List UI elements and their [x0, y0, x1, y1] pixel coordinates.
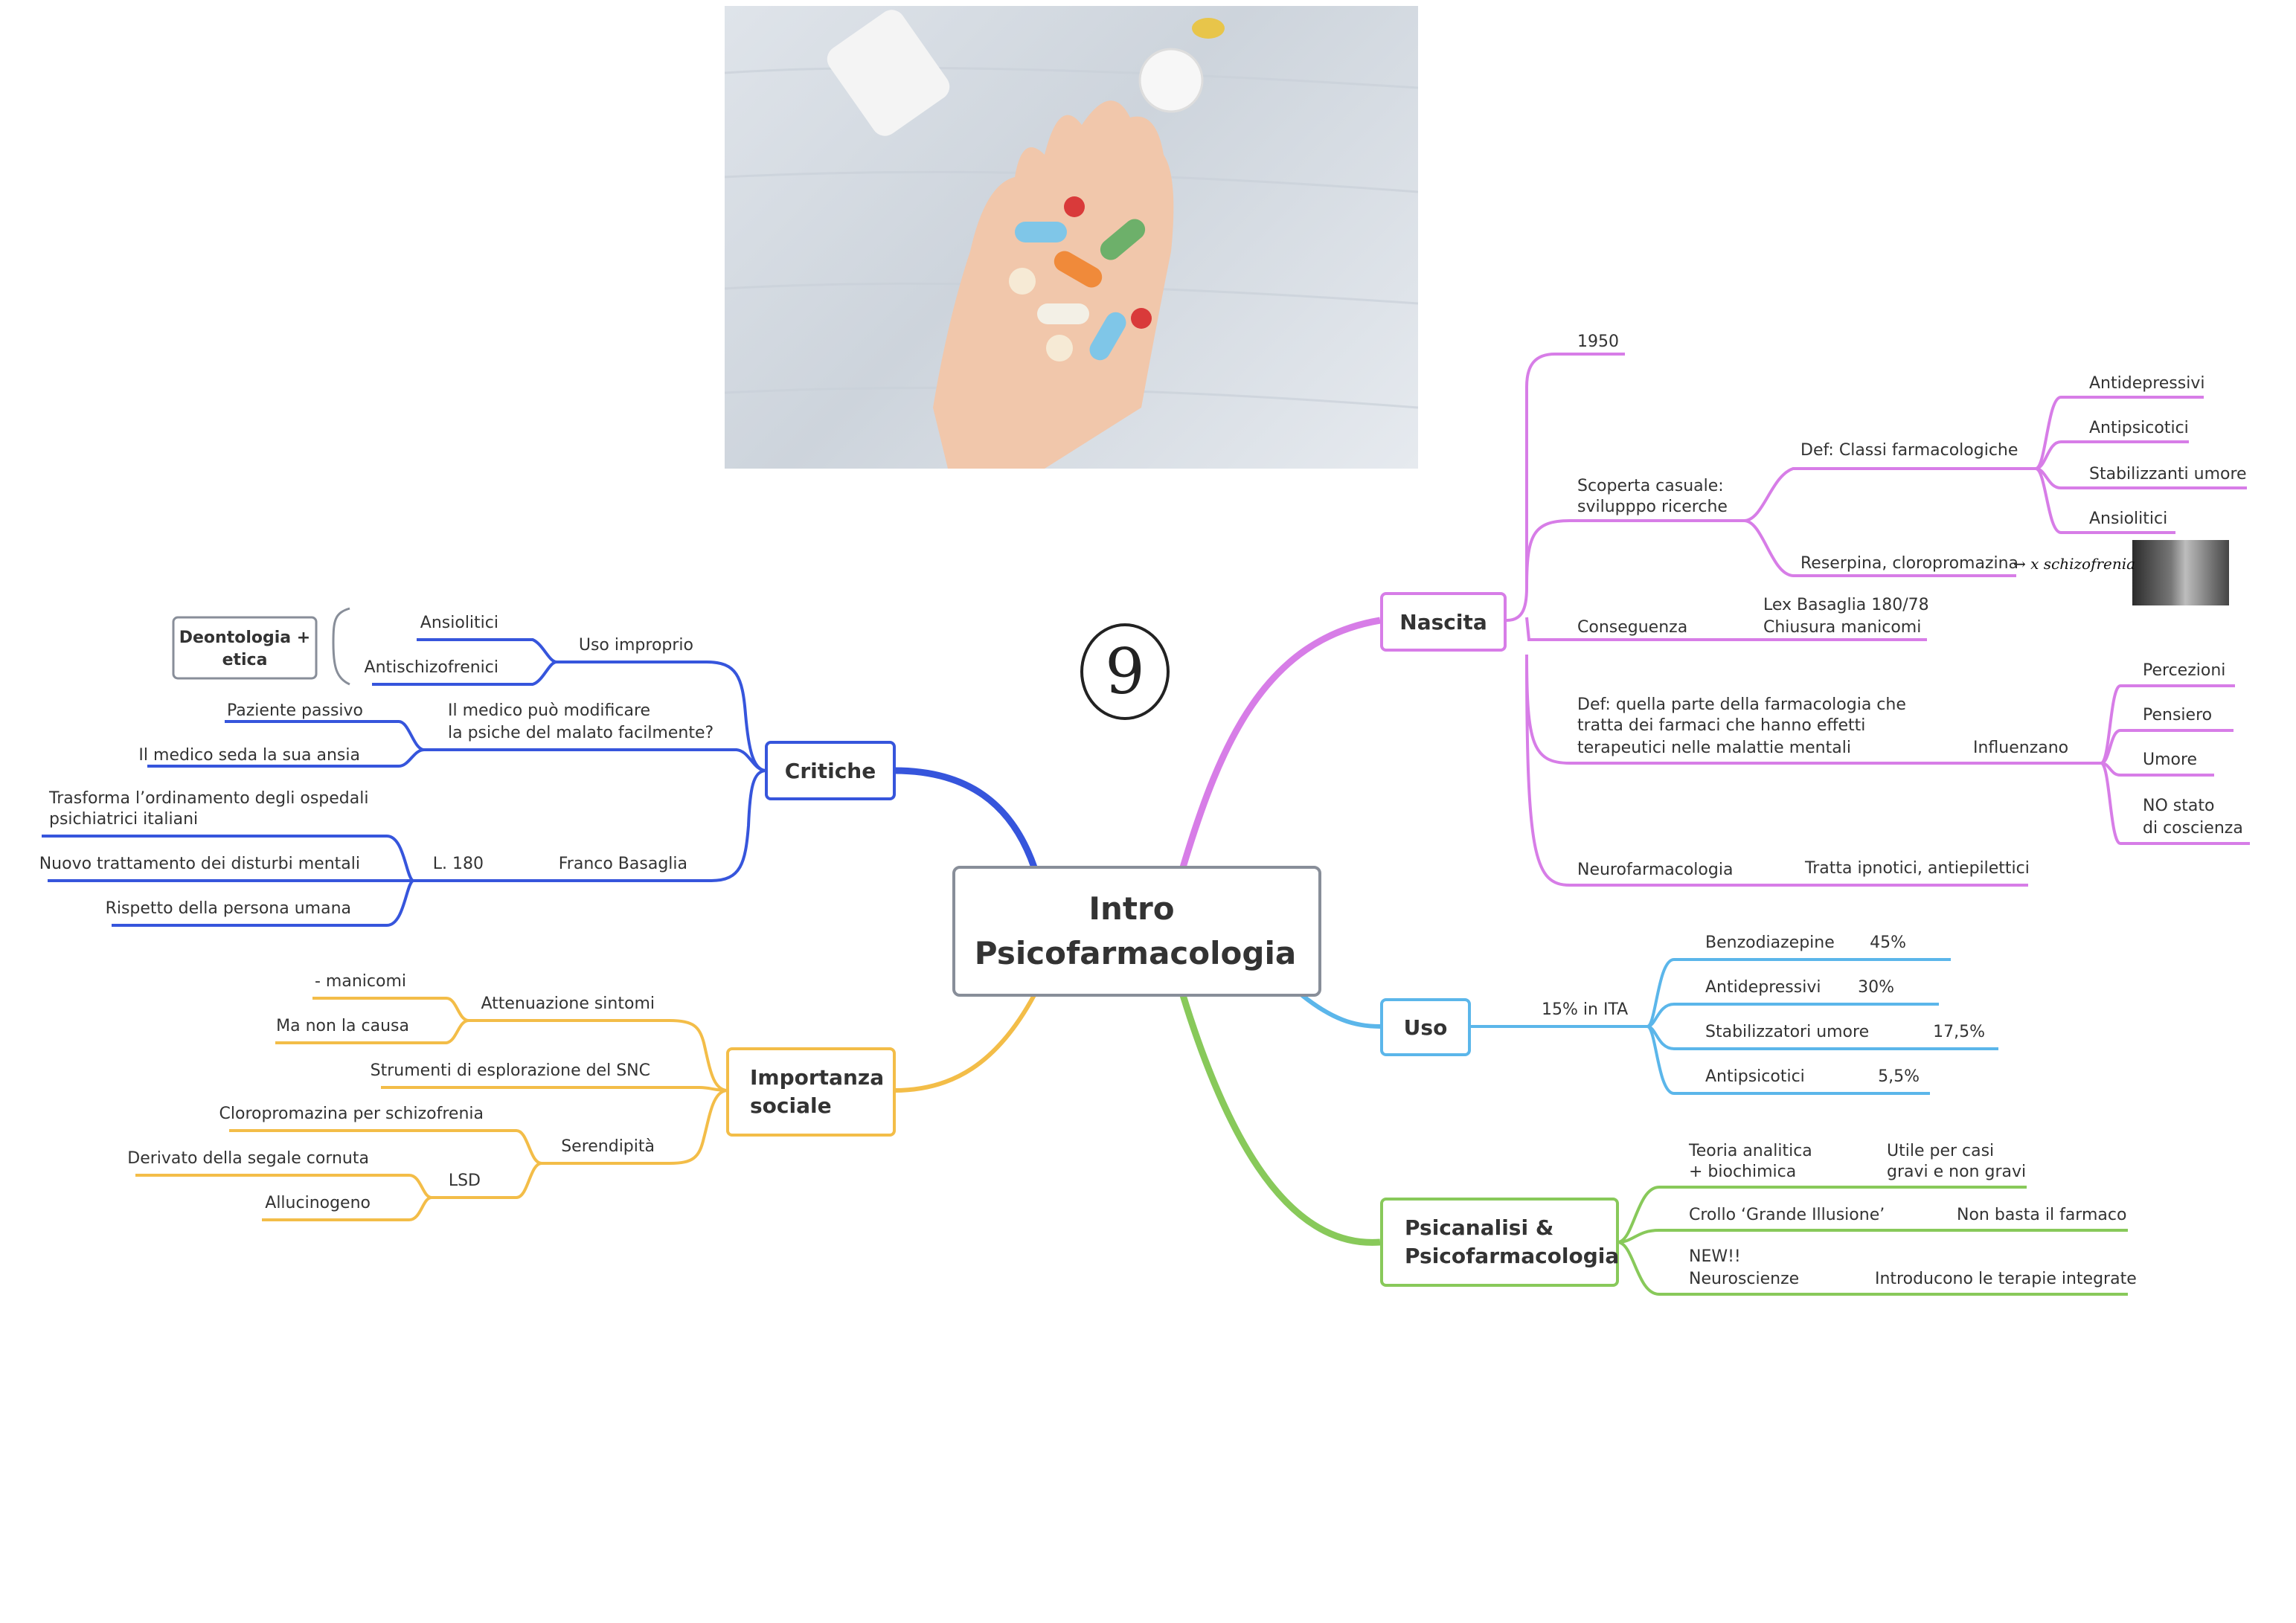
node-deontologia[interactable]: Deontologia + etica — [172, 616, 318, 680]
uso-stat: 15% in ITA — [1542, 1000, 1628, 1019]
critiche-franco-basaglia: Franco Basaglia — [559, 855, 687, 873]
connector-critiche — [894, 767, 1038, 869]
branch-critiche — [42, 638, 767, 927]
connector-nascita — [1179, 617, 1381, 869]
critiche-ansiolitici: Ansiolitici — [420, 614, 498, 632]
nascita-neuro: Neurofarmacologia — [1577, 861, 1733, 879]
influenza-no-stato-line2: di coscienza — [2143, 819, 2243, 838]
page-number-badge: 9 — [1080, 623, 1170, 720]
psico-r1-line2: + biochimica — [1689, 1163, 1796, 1181]
uso-row-pct-3: 5,5% — [1878, 1067, 1920, 1086]
classe-item-3: Ansiolitici — [2089, 510, 2167, 528]
critiche-nuovo-trattamento: Nuovo trattamento dei disturbi mentali — [39, 855, 360, 873]
classe-item-0: Antidepressivi — [2089, 374, 2204, 393]
critiche-paziente-passivo: Paziente passivo — [227, 701, 363, 720]
importanza-manicomi: - manicomi — [315, 972, 406, 991]
uso-row-name-2: Stabilizzatori umore — [1705, 1023, 1869, 1041]
nascita-neuro-desc: Tratta ipnotici, antiepilettici — [1804, 859, 2030, 878]
branch-psico — [1617, 1186, 2128, 1296]
psico-r3-line1: NEW!! — [1689, 1247, 1741, 1266]
center-title-line1: Intro — [1088, 890, 1174, 927]
connector-uso — [1301, 993, 1381, 1029]
psico-r1-line1: Teoria analitica — [1688, 1142, 1812, 1160]
critiche-trasforma-line1: Trasforma l’ordinamento degli ospedali — [48, 789, 368, 808]
nascita-def-line2: tratta dei farmaci che hanno effetti — [1577, 716, 1865, 735]
schizophrenia-thumbnail-image — [2132, 540, 2229, 605]
nascita-def-line1: Def: quella parte della farmacologia che — [1577, 695, 1906, 714]
node-importanza[interactable]: Importanza sociale — [726, 1047, 896, 1137]
branch-importanza — [135, 997, 728, 1221]
importanza-lsd: LSD — [449, 1172, 481, 1190]
psico-r1-desc2: gravi e non gravi — [1887, 1163, 2026, 1181]
importanza-allucinogeno: Allucinogeno — [265, 1194, 371, 1212]
psico-r2: Crollo ‘Grande Illusione’ — [1689, 1206, 1885, 1224]
influenza-percezioni: Percezioni — [2143, 661, 2225, 680]
deontologia-line1: Deontologia + — [179, 629, 310, 647]
deontologia-bracket — [332, 607, 350, 686]
importanza-title-line2: sociale — [750, 1093, 832, 1118]
importanza-title-line1: Importanza — [750, 1065, 884, 1090]
nascita-scoperta-line2: svilupppo ricerche — [1577, 498, 1728, 516]
classe-item-2: Stabilizzanti umore — [2089, 465, 2247, 483]
nascita-def-line3: terapeutici nelle malattie mentali — [1577, 739, 1851, 757]
photo-illustration — [725, 10, 1418, 469]
uso-row-pct-1: 30% — [1858, 978, 1894, 997]
influenza-no-stato-line1: NO stato — [2143, 797, 2214, 815]
critiche-trasforma-line2: psichiatrici italiani — [49, 810, 198, 829]
importanza-segale: Derivato della segale cornuta — [127, 1149, 369, 1168]
psico-r3-line2: Neuroscienze — [1689, 1270, 1799, 1288]
nascita-basaglia-line2: Chiusura manicomi — [1763, 618, 1921, 637]
nascita-year: 1950 — [1577, 332, 1619, 351]
importanza-attenuazione: Attenuazione sintomi — [481, 994, 655, 1013]
influenza-umore: Umore — [2143, 751, 2197, 769]
branch-uso — [1469, 958, 1998, 1095]
nascita-title: Nascita — [1399, 610, 1487, 634]
importanza-serendipita: Serendipità — [561, 1137, 655, 1156]
uso-title: Uso — [1404, 1015, 1448, 1040]
center-node[interactable]: Intro Psicofarmacologia — [952, 866, 1321, 997]
node-nascita[interactable]: Nascita — [1380, 592, 1507, 652]
connector-psico — [1179, 994, 1381, 1246]
classe-item-1: Antipsicotici — [2089, 419, 2189, 437]
nascita-influenzano: Influenzano — [1973, 739, 2068, 757]
importanza-causa: Ma non la causa — [276, 1017, 409, 1035]
center-title-line2: Psicofarmacologia — [975, 935, 1296, 971]
branch-nascita — [1506, 353, 2250, 887]
node-critiche[interactable]: Critiche — [765, 741, 896, 800]
connector-importanza — [894, 994, 1036, 1093]
critiche-medico-q-line2: la psiche del malato facilmente? — [448, 724, 714, 742]
uso-row-pct-0: 45% — [1870, 933, 1906, 952]
critiche-title: Critiche — [785, 759, 876, 783]
influenza-pensiero: Pensiero — [2143, 706, 2212, 724]
handwritten-note: → x schizofrenia — [2013, 555, 2136, 573]
critiche-medico-q-line1: Il medico può modificare — [448, 701, 650, 720]
uso-row-name-3: Antipsicotici — [1705, 1067, 1805, 1086]
critiche-medico-seda: Il medico seda la sua ansia — [138, 746, 360, 765]
psico-r3-desc: Introducono le terapie integrate — [1875, 1270, 2137, 1288]
importanza-cloropromazina: Cloropromazina per schizofrenia — [219, 1105, 484, 1123]
critiche-uso-improprio: Uso improprio — [579, 636, 693, 655]
nascita-conseguenza: Conseguenza — [1577, 618, 1687, 637]
nascita-classi-label: Def: Classi farmacologiche — [1800, 441, 2018, 460]
uso-row-name-1: Antidepressivi — [1705, 978, 1821, 997]
nascita-reserpina: Reserpina, cloropromazina — [1800, 554, 2018, 573]
critiche-rispetto: Rispetto della persona umana — [106, 899, 351, 918]
uso-row-pct-2: 17,5% — [1933, 1023, 1985, 1041]
uso-row-name-0: Benzodiazepine — [1705, 933, 1835, 952]
hand-with-pills-photo — [725, 6, 1418, 469]
psico-title-line2: Psicofarmacologia — [1405, 1244, 1619, 1268]
psico-r2-desc: Non basta il farmaco — [1957, 1206, 2126, 1224]
deontologia-line2: etica — [222, 651, 268, 669]
importanza-strumenti: Strumenti di esplorazione del SNC — [371, 1061, 650, 1080]
psico-r1-desc1: Utile per casi — [1887, 1142, 1994, 1160]
nascita-basaglia-line1: Lex Basaglia 180/78 — [1763, 596, 1929, 614]
critiche-legge-180: L. 180 — [433, 855, 484, 873]
nascita-scoperta-line1: Scoperta casuale: — [1577, 477, 1724, 495]
node-uso[interactable]: Uso — [1380, 998, 1471, 1056]
psico-title-line1: Psicanalisi & — [1405, 1215, 1553, 1240]
critiche-antischizofrenici: Antischizofrenici — [365, 658, 498, 677]
node-psico[interactable]: Psicanalisi & Psicofarmacologia — [1380, 1198, 1619, 1287]
